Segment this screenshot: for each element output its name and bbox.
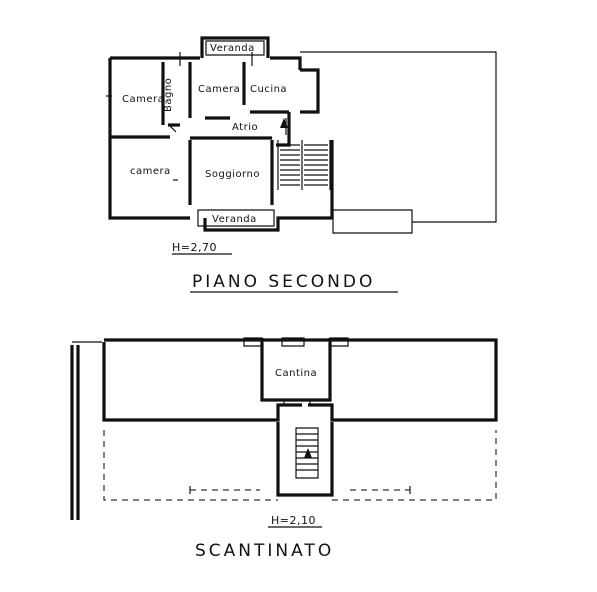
piano-secondo-plan: Veranda Camera Bagno Camera Cucina Atrio…: [106, 36, 497, 293]
room-label-veranda-top: Veranda: [210, 43, 255, 54]
room-label-cucina: Cucina: [250, 84, 287, 95]
room-label-camera-2: Camera: [198, 84, 240, 95]
height-label-piano-secondo: H=2,70: [172, 241, 217, 254]
room-label-camera-3: camera: [130, 166, 171, 177]
room-label-veranda-bottom: Veranda: [212, 214, 257, 225]
scantinato-plan: Cantina H=2,10 SCANTINATO: [70, 337, 498, 561]
staircase: [277, 118, 331, 190]
room-label-camera-1: Camera: [122, 94, 164, 105]
room-label-bagno: Bagno: [163, 78, 174, 112]
room-label-cantina: Cantina: [275, 368, 317, 379]
room-label-soggiorno: Soggiorno: [205, 169, 260, 180]
room-label-atrio: Atrio: [232, 122, 258, 133]
height-label-scantinato: H=2,10: [271, 514, 316, 527]
basement-staircase: [295, 427, 319, 479]
floor-title-piano-secondo: PIANO SECONDO: [192, 272, 375, 292]
floor-title-scantinato: SCANTINATO: [195, 541, 334, 561]
